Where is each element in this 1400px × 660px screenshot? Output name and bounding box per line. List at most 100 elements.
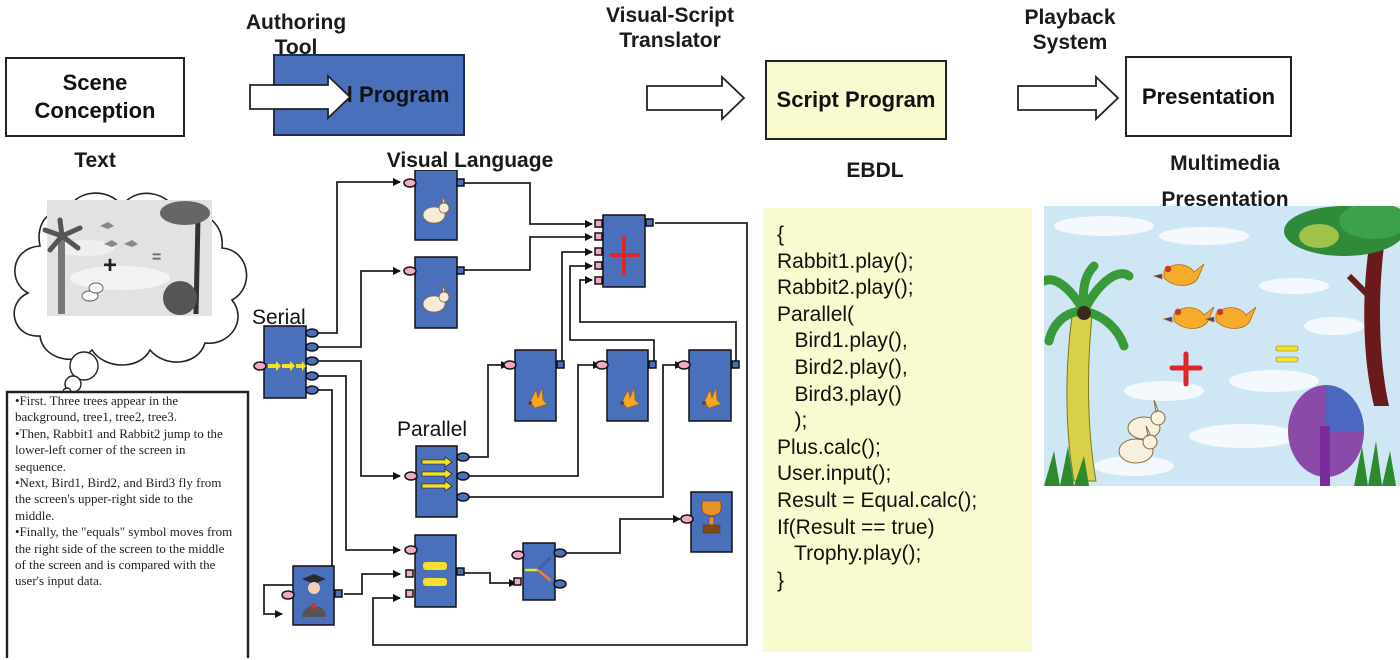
equals-icon: = (152, 249, 161, 266)
connectors (263, 178, 748, 646)
round-tree-icon (163, 281, 197, 315)
transition-label-line: Playback (1024, 6, 1116, 29)
edge-rabbit2-plus (462, 233, 593, 271)
stage-presentation: Presentation (1125, 56, 1292, 137)
scene-bullet: •Then, Rabbit1 and Rabbit2 jump to the l… (15, 425, 223, 474)
palm-tree-icon (1044, 261, 1134, 486)
scene-bullet: •Next, Bird1, Bird2, and Bird3 fly from … (15, 475, 222, 523)
node-bird2[interactable] (595, 349, 657, 422)
script-line: } (777, 568, 785, 592)
stage-label: Script Program (776, 87, 936, 112)
parallel-arrows-icon (421, 456, 453, 492)
edge-rabbit1-plus (462, 182, 593, 228)
node-user[interactable] (281, 565, 343, 626)
palm-tree-icon (42, 217, 83, 314)
script-line: { (777, 223, 785, 246)
user-graduate-icon (302, 574, 326, 617)
plus-icon (1169, 351, 1203, 387)
rabbit-icon (1127, 399, 1166, 440)
stage-label: Conception (34, 98, 156, 123)
script-line: Bird2.play(), (777, 355, 908, 379)
script-line: If(Result == true) (777, 515, 935, 539)
script-line: Trophy.play(); (777, 542, 922, 566)
grass (1354, 441, 1396, 486)
scene-text-document: •First. Three trees appear in the backgr… (12, 393, 234, 590)
script-line: Bird3.play() (777, 382, 902, 406)
edge-serial-rabbit1 (316, 178, 401, 334)
scene-bullet: •Finally, the "equals" symbol moves from… (15, 524, 233, 589)
rabbit-icon (1118, 425, 1158, 464)
tree-icon (1284, 206, 1400, 406)
branch-icon (524, 556, 552, 582)
bird-icon (1204, 306, 1257, 329)
script-line: ); (777, 409, 808, 433)
rabbit-icon (422, 283, 450, 313)
scene-conception-illustration: + = (5, 192, 250, 658)
label-serial: Serial (252, 306, 306, 329)
bird-icon (619, 387, 640, 409)
caption-line: Multimedia (1170, 152, 1280, 175)
text-document (5, 390, 250, 658)
transition-label-authoring-tool: Authoring Tool (236, 10, 356, 60)
nodes (253, 170, 740, 626)
node-equal[interactable] (404, 534, 465, 608)
birds-icon (100, 222, 138, 247)
bird-icon (1152, 263, 1205, 286)
clouds (1054, 216, 1364, 476)
plus-icon: + (103, 252, 117, 279)
stage-script-program: Script Program (765, 60, 947, 140)
script-line: User.input(); (777, 462, 892, 486)
plus-icon (610, 236, 640, 275)
caption-line: Presentation (1161, 188, 1289, 211)
label-parallel: Parallel (397, 418, 467, 441)
script-line: Plus.calc(); (777, 435, 881, 459)
transition-label-line: Translator (619, 29, 721, 52)
script-line: Parallel( (777, 302, 855, 326)
scene-bullet: •First. Three trees appear in the backgr… (15, 393, 179, 425)
edge-bird2-plus (569, 262, 655, 363)
rabbits-icon (81, 282, 104, 302)
caption-text: Text (74, 149, 116, 172)
arrow-playback-system (1017, 74, 1120, 122)
trophy-icon (701, 500, 722, 534)
edge-serial-parallel (316, 360, 401, 480)
edge-bird1-plus (561, 248, 593, 363)
edge-bird3-plus (579, 276, 737, 363)
pipeline-arrows (249, 73, 1120, 122)
transition-label-playback-system: Playback System (1010, 5, 1130, 55)
arrow-authoring-tool (249, 73, 352, 121)
node-parallel[interactable] (404, 445, 470, 518)
equals-icon (423, 562, 447, 586)
transition-label-visual-script-translator: Visual-Script Translator (580, 3, 760, 53)
node-rabbit1[interactable] (403, 170, 465, 241)
transition-label-line: Visual-Script (606, 4, 734, 27)
script-line: Rabbit1.play(); (777, 249, 914, 273)
thought-scene-image: + = (42, 200, 212, 316)
node-branch[interactable] (511, 542, 567, 601)
script-line: Rabbit2.play(); (777, 276, 914, 300)
node-trophy[interactable] (680, 491, 733, 553)
edge-equal-branch (464, 572, 517, 587)
thought-bubble (69, 351, 99, 381)
bird-icon (527, 387, 548, 409)
node-bird1[interactable] (503, 349, 565, 422)
node-serial[interactable] (253, 325, 319, 399)
ebdl-script: { Rabbit1.play(); Rabbit2.play(); Parall… (763, 208, 1032, 652)
edge-parallel-bird3 (464, 361, 683, 498)
arrow-visual-script-translator (646, 74, 746, 122)
node-bird3[interactable] (677, 349, 740, 422)
caption-visual-language: Visual Language (386, 149, 554, 172)
serial-arrows-icon (268, 361, 306, 371)
node-plus[interactable] (594, 214, 654, 288)
transition-label-line: System (1032, 31, 1108, 54)
bird-icon (701, 387, 722, 409)
edge-branch-trophy (560, 515, 681, 554)
node-rabbit2[interactable] (403, 256, 465, 329)
transition-label-line: Authoring (245, 11, 347, 34)
script-line: Bird1.play(), (777, 329, 908, 353)
caption-ebdl: EBDL (846, 159, 904, 182)
edge-parallel-bird2 (464, 361, 601, 477)
stage-label: Presentation (1141, 83, 1276, 109)
transition-label-line: Tool (274, 36, 318, 59)
rabbit-icon (422, 194, 450, 224)
